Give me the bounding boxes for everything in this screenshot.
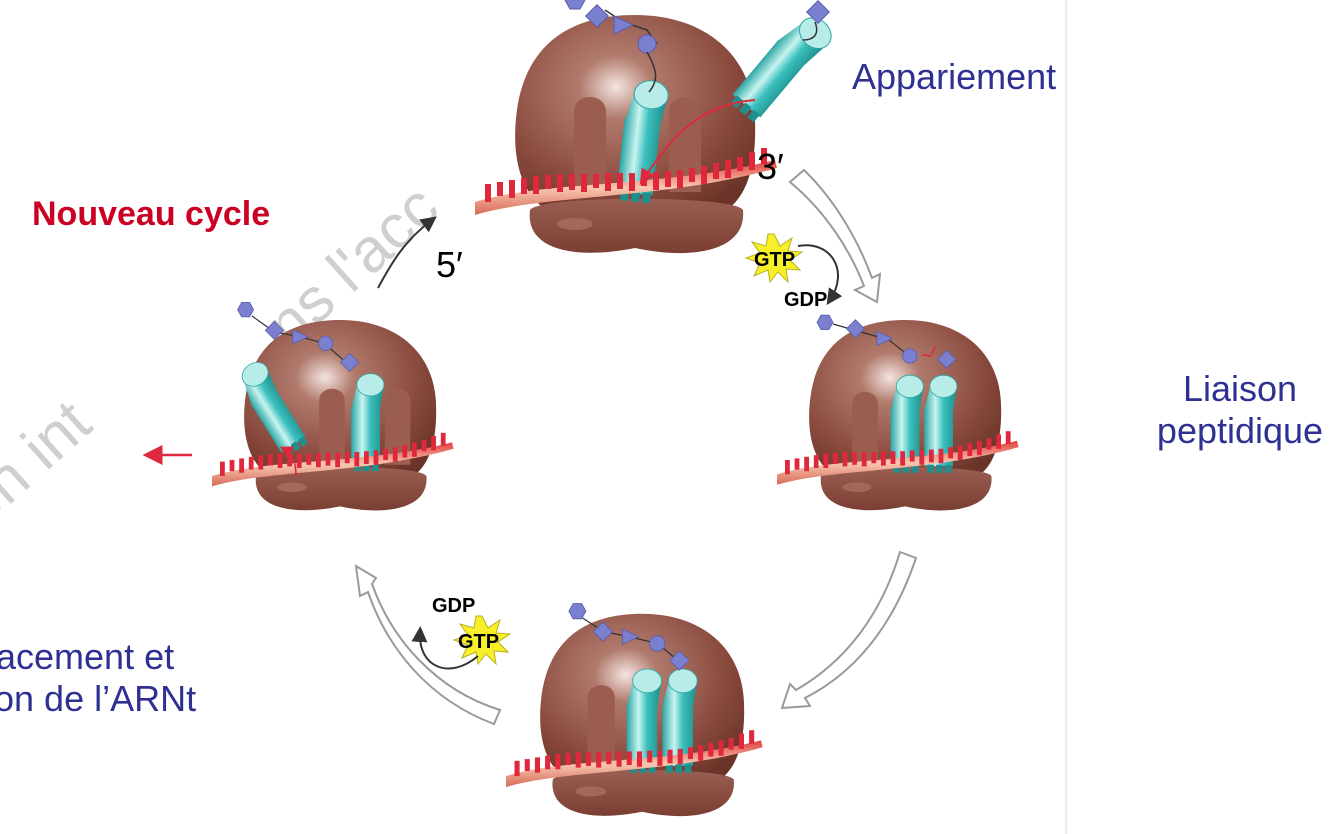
- gdp-label-bottom: GDP: [432, 595, 475, 617]
- ribosome-left: [212, 301, 454, 511]
- step-label-peptide-bond-line1: Liaison: [1182, 368, 1298, 409]
- step-label-peptide-bond-line2: peptidique: [1156, 410, 1324, 451]
- cycle-arrow-bottom-right: [780, 550, 918, 710]
- step-label-translocation-line1: acement et: [0, 636, 175, 677]
- new-cycle-arrow: [377, 216, 437, 289]
- gtp-label-bottom: GTP: [458, 631, 499, 653]
- step-label-translocation: acement et on de l’ARNt: [0, 636, 196, 720]
- cycle-arrow-top-right: [788, 168, 882, 304]
- gtp-hydrolysis-top: GTP GDP: [745, 233, 843, 311]
- step-label-pairing: Appariement: [852, 56, 1057, 97]
- step-label-translocation-line2: on de l’ARNt: [0, 678, 197, 719]
- ribosome-right: [777, 314, 1019, 511]
- mrna-5prime-label: 5′: [436, 244, 463, 285]
- mrna-3prime-label: 3′: [757, 146, 784, 187]
- slide-divider: [1065, 0, 1067, 834]
- gtp-label-top: GTP: [754, 249, 795, 271]
- gtp-hydrolysis-bottom: GTP GDP: [411, 595, 511, 670]
- ribosome-top: [475, 0, 838, 254]
- new-cycle-label: Nouveau cycle: [32, 195, 271, 233]
- gdp-label-top: GDP: [784, 289, 827, 311]
- ribosome-bottom: [506, 603, 763, 817]
- step-label-peptide-bond: Liaison peptidique: [1110, 368, 1338, 452]
- cycle-arrow-bottom-left: [354, 564, 502, 726]
